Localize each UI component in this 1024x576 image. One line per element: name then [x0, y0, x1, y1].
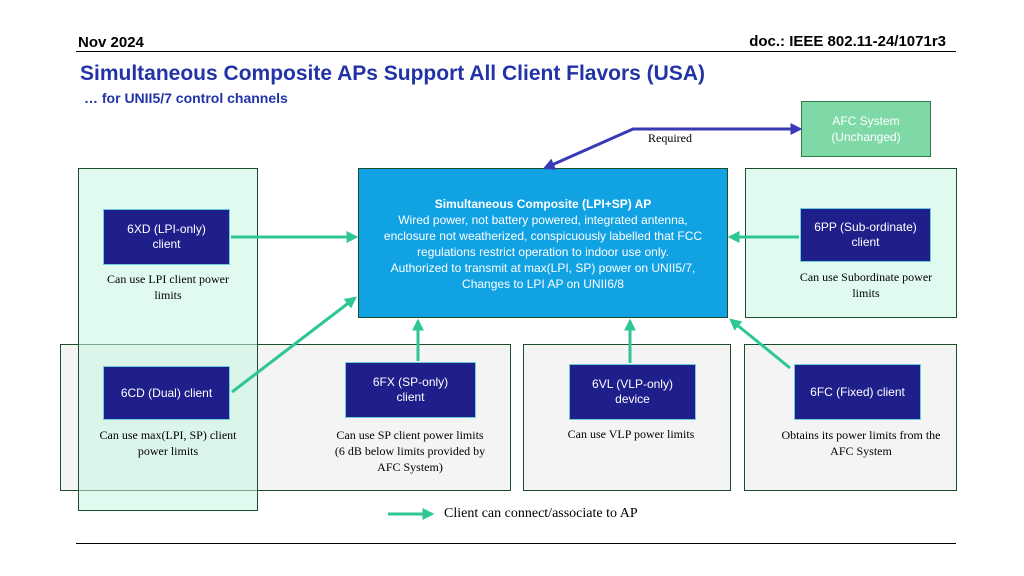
composite-ap-box: Simultaneous Composite (LPI+SP) AP Wired… — [358, 168, 728, 318]
client-6fc-box: 6FC (Fixed) client — [794, 364, 921, 420]
device-6vl-label: 6VL (VLP-only) — [592, 377, 673, 391]
afc-system-note: (Unchanged) — [831, 130, 901, 144]
client-6fx-description: Can use SP client power limits (6 dB bel… — [334, 428, 486, 474]
header-date: Nov 2024 — [78, 34, 144, 51]
client-6fx-box: 6FX (SP-only)client — [345, 362, 476, 418]
ap-description-line: Authorized to transmit at max(LPI, SP) p… — [390, 261, 696, 275]
client-6pp-type: client — [851, 235, 880, 249]
arrow-6cd-to-ap — [231, 296, 357, 394]
arrow-6fc-to-ap — [729, 318, 791, 370]
header-divider — [76, 51, 956, 52]
arrow-afc-required — [542, 123, 803, 170]
client-6fc-label: 6FC (Fixed) client — [810, 384, 905, 399]
client-6xd-label: 6XD (LPI-only) — [127, 222, 206, 236]
client-6pp-description: Can use Subordinate power limits — [799, 270, 933, 300]
device-6vl-box: 6VL (VLP-only)device — [569, 364, 696, 420]
device-6vl-type: device — [615, 392, 650, 406]
device-6vl-description: Can use VLP power limits — [567, 427, 695, 441]
ap-title: Simultaneous Composite (LPI+SP) AP — [434, 197, 652, 211]
client-6xd-type: client — [152, 237, 181, 251]
client-6cd-label: 6CD (Dual) client — [120, 385, 213, 400]
ap-description-line: enclosure not weatherized, conspicuously… — [383, 229, 703, 243]
client-6xd-box: 6XD (LPI-only)client — [103, 209, 230, 265]
client-6pp-box: 6PP (Sub-ordinate)client — [800, 208, 931, 262]
ap-description-line: Wired power, not battery powered, integr… — [398, 213, 688, 227]
ap-description-line: regulations restrict operation to indoor… — [417, 245, 669, 259]
client-6fx-type: client — [396, 390, 425, 404]
afc-system-box: AFC System (Unchanged) — [801, 101, 931, 157]
legend-label: Client can connect/associate to AP — [444, 506, 638, 521]
footer-divider — [76, 543, 956, 544]
header-doc-id: doc.: IEEE 802.11-24/1071r3 — [749, 33, 946, 50]
ap-description-line: Changes to LPI AP on UNII6/8 — [462, 277, 624, 291]
slide-title: Simultaneous Composite APs Support All C… — [80, 62, 706, 85]
slide-subtitle: … for UNII5/7 control channels — [84, 90, 288, 106]
afc-system-label: AFC System — [832, 114, 900, 128]
client-6xd-description: Can use LPI client power limits — [107, 272, 229, 302]
client-6fx-label: 6FX (SP-only) — [372, 375, 449, 389]
client-6pp-label: 6PP (Sub-ordinate) — [814, 220, 917, 234]
client-6cd-box: 6CD (Dual) client — [103, 366, 230, 420]
client-6fc-description: Obtains its power limits from the AFC Sy… — [781, 428, 941, 458]
client-6cd-description: Can use max(LPI, SP) client power limits — [99, 428, 237, 458]
